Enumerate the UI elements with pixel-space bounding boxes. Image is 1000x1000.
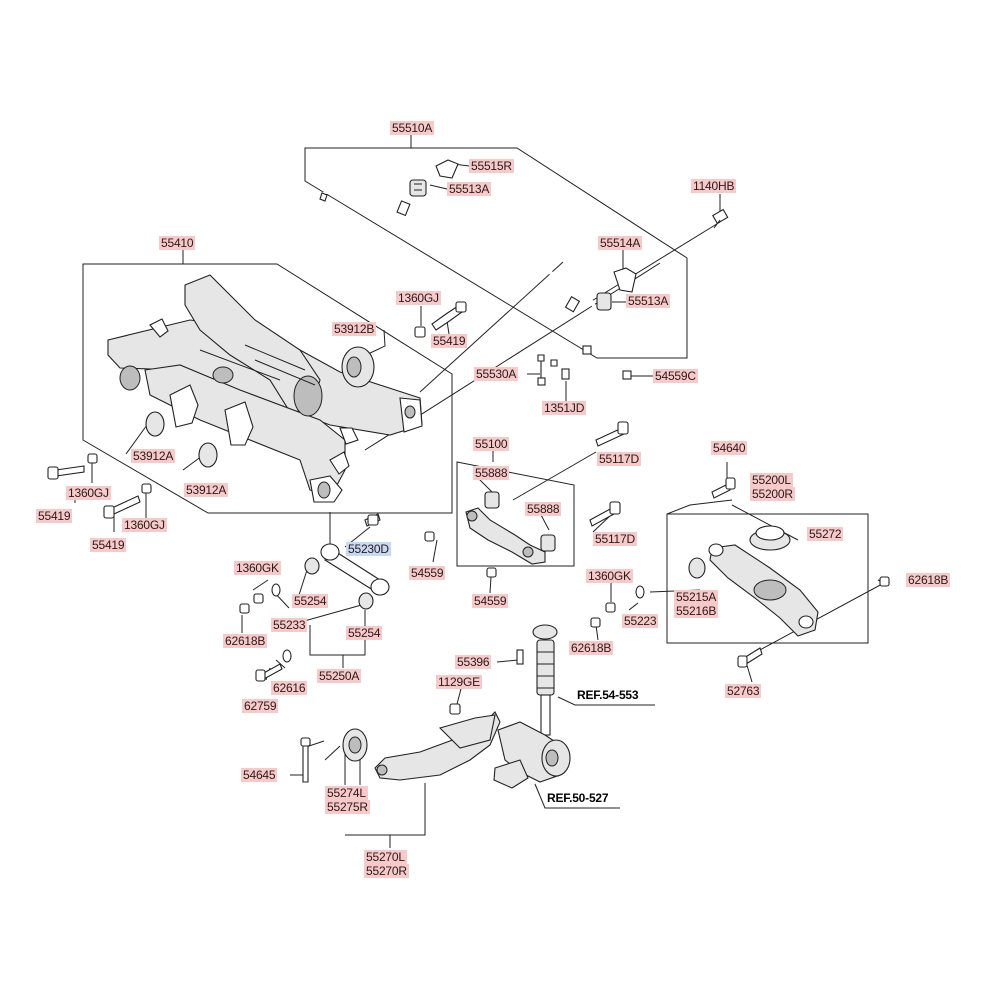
label-55200l[interactable]: 55200L <box>750 473 793 487</box>
label-55270l[interactable]: 55270L <box>364 850 407 864</box>
label-55216b[interactable]: 55216B <box>674 604 719 618</box>
label-53912a-right[interactable]: 53912A <box>184 483 229 497</box>
knuckle <box>449 703 571 789</box>
label-54645[interactable]: 54645 <box>241 768 278 782</box>
label-62759[interactable]: 62759 <box>242 699 279 713</box>
label-55410[interactable]: 55410 <box>159 236 196 250</box>
arm-55200-box <box>666 513 869 644</box>
label-55223[interactable]: 55223 <box>622 614 659 628</box>
label-55396[interactable]: 55396 <box>455 655 492 669</box>
label-55272[interactable]: 55272 <box>807 527 844 541</box>
label-53912b[interactable]: 53912B <box>332 322 377 336</box>
bolts-left <box>47 453 152 519</box>
label-1360gk-right[interactable]: 1360GK <box>586 569 633 583</box>
label-1360gj-left[interactable]: 1360GJ <box>66 486 111 500</box>
label-62618b-mid[interactable]: 62618B <box>569 641 614 655</box>
stabilizer-bar <box>319 184 597 355</box>
bushings-53912a <box>145 411 218 468</box>
label-55254-left[interactable]: 55254 <box>292 594 329 608</box>
label-1140hb[interactable]: 1140HB <box>691 179 737 193</box>
label-55275r[interactable]: 55275R <box>325 800 370 814</box>
label-55274l[interactable]: 55274L <box>325 786 368 800</box>
label-55254-right[interactable]: 55254 <box>346 626 383 640</box>
arm-55200 <box>590 477 890 668</box>
label-55215a[interactable]: 55215A <box>674 590 719 604</box>
label-55270r[interactable]: 55270R <box>364 864 409 878</box>
label-55510a[interactable]: 55510A <box>390 121 435 135</box>
shock-absorber <box>516 624 558 736</box>
stab-link <box>537 354 632 386</box>
label-55515r[interactable]: 55515R <box>469 159 514 173</box>
label-55100[interactable]: 55100 <box>473 437 510 451</box>
label-55513a-left[interactable]: 55513A <box>447 182 492 196</box>
label-53912a-left[interactable]: 53912A <box>131 449 176 463</box>
label-62616[interactable]: 62616 <box>271 681 308 695</box>
label-55200r[interactable]: 55200R <box>750 487 795 501</box>
ref-knuckle[interactable]: REF.50-527 <box>547 791 609 805</box>
label-55514a[interactable]: 55514A <box>598 236 643 250</box>
bushing-53912b <box>341 346 375 388</box>
label-62618b-right[interactable]: 62618B <box>906 573 951 587</box>
label-55888-top[interactable]: 55888 <box>473 466 510 480</box>
label-54559-left[interactable]: 54559 <box>409 566 446 580</box>
bushing-bracket-left <box>409 159 459 197</box>
arm-55100 <box>424 421 629 578</box>
label-55117d-bottom[interactable]: 55117D <box>593 532 637 546</box>
ref-shock[interactable]: REF.54-553 <box>577 688 639 702</box>
bushing-bracket-right <box>596 267 637 311</box>
label-1360gk-left[interactable]: 1360GK <box>234 561 281 575</box>
label-1351jd[interactable]: 1351JD <box>542 401 587 415</box>
label-55233[interactable]: 55233 <box>271 618 308 632</box>
label-55419-left[interactable]: 55419 <box>36 509 73 523</box>
label-55117d-top[interactable]: 55117D <box>597 452 641 466</box>
label-55250a[interactable]: 55250A <box>317 669 362 683</box>
crossmember-55410 <box>107 274 423 503</box>
label-62618b-left[interactable]: 62618B <box>223 634 268 648</box>
arm-55100-box <box>456 461 575 567</box>
label-55230d[interactable]: 55230D <box>346 542 391 556</box>
label-52763[interactable]: 52763 <box>725 684 762 698</box>
bolt-1140hb <box>712 208 729 229</box>
stab-bar-box <box>304 147 688 359</box>
trailing-arm <box>300 711 501 783</box>
bolt-55419-top <box>414 301 467 338</box>
label-54559-bottom[interactable]: 54559 <box>472 594 509 608</box>
crossmember-box <box>82 263 453 514</box>
label-54640[interactable]: 54640 <box>711 441 748 455</box>
label-54559c[interactable]: 54559C <box>653 369 698 383</box>
label-1360gj-mid[interactable]: 1360GJ <box>122 518 167 532</box>
label-55513a-right[interactable]: 55513A <box>626 294 671 308</box>
label-55419-mid[interactable]: 55419 <box>90 538 127 552</box>
label-1129ge[interactable]: 1129GE <box>436 675 482 689</box>
label-55419-top[interactable]: 55419 <box>431 334 468 348</box>
label-1360gj-top[interactable]: 1360GJ <box>396 291 441 305</box>
arm-55250a <box>239 513 390 682</box>
label-55888-bottom[interactable]: 55888 <box>525 502 562 516</box>
label-55530a[interactable]: 55530A <box>474 367 519 381</box>
